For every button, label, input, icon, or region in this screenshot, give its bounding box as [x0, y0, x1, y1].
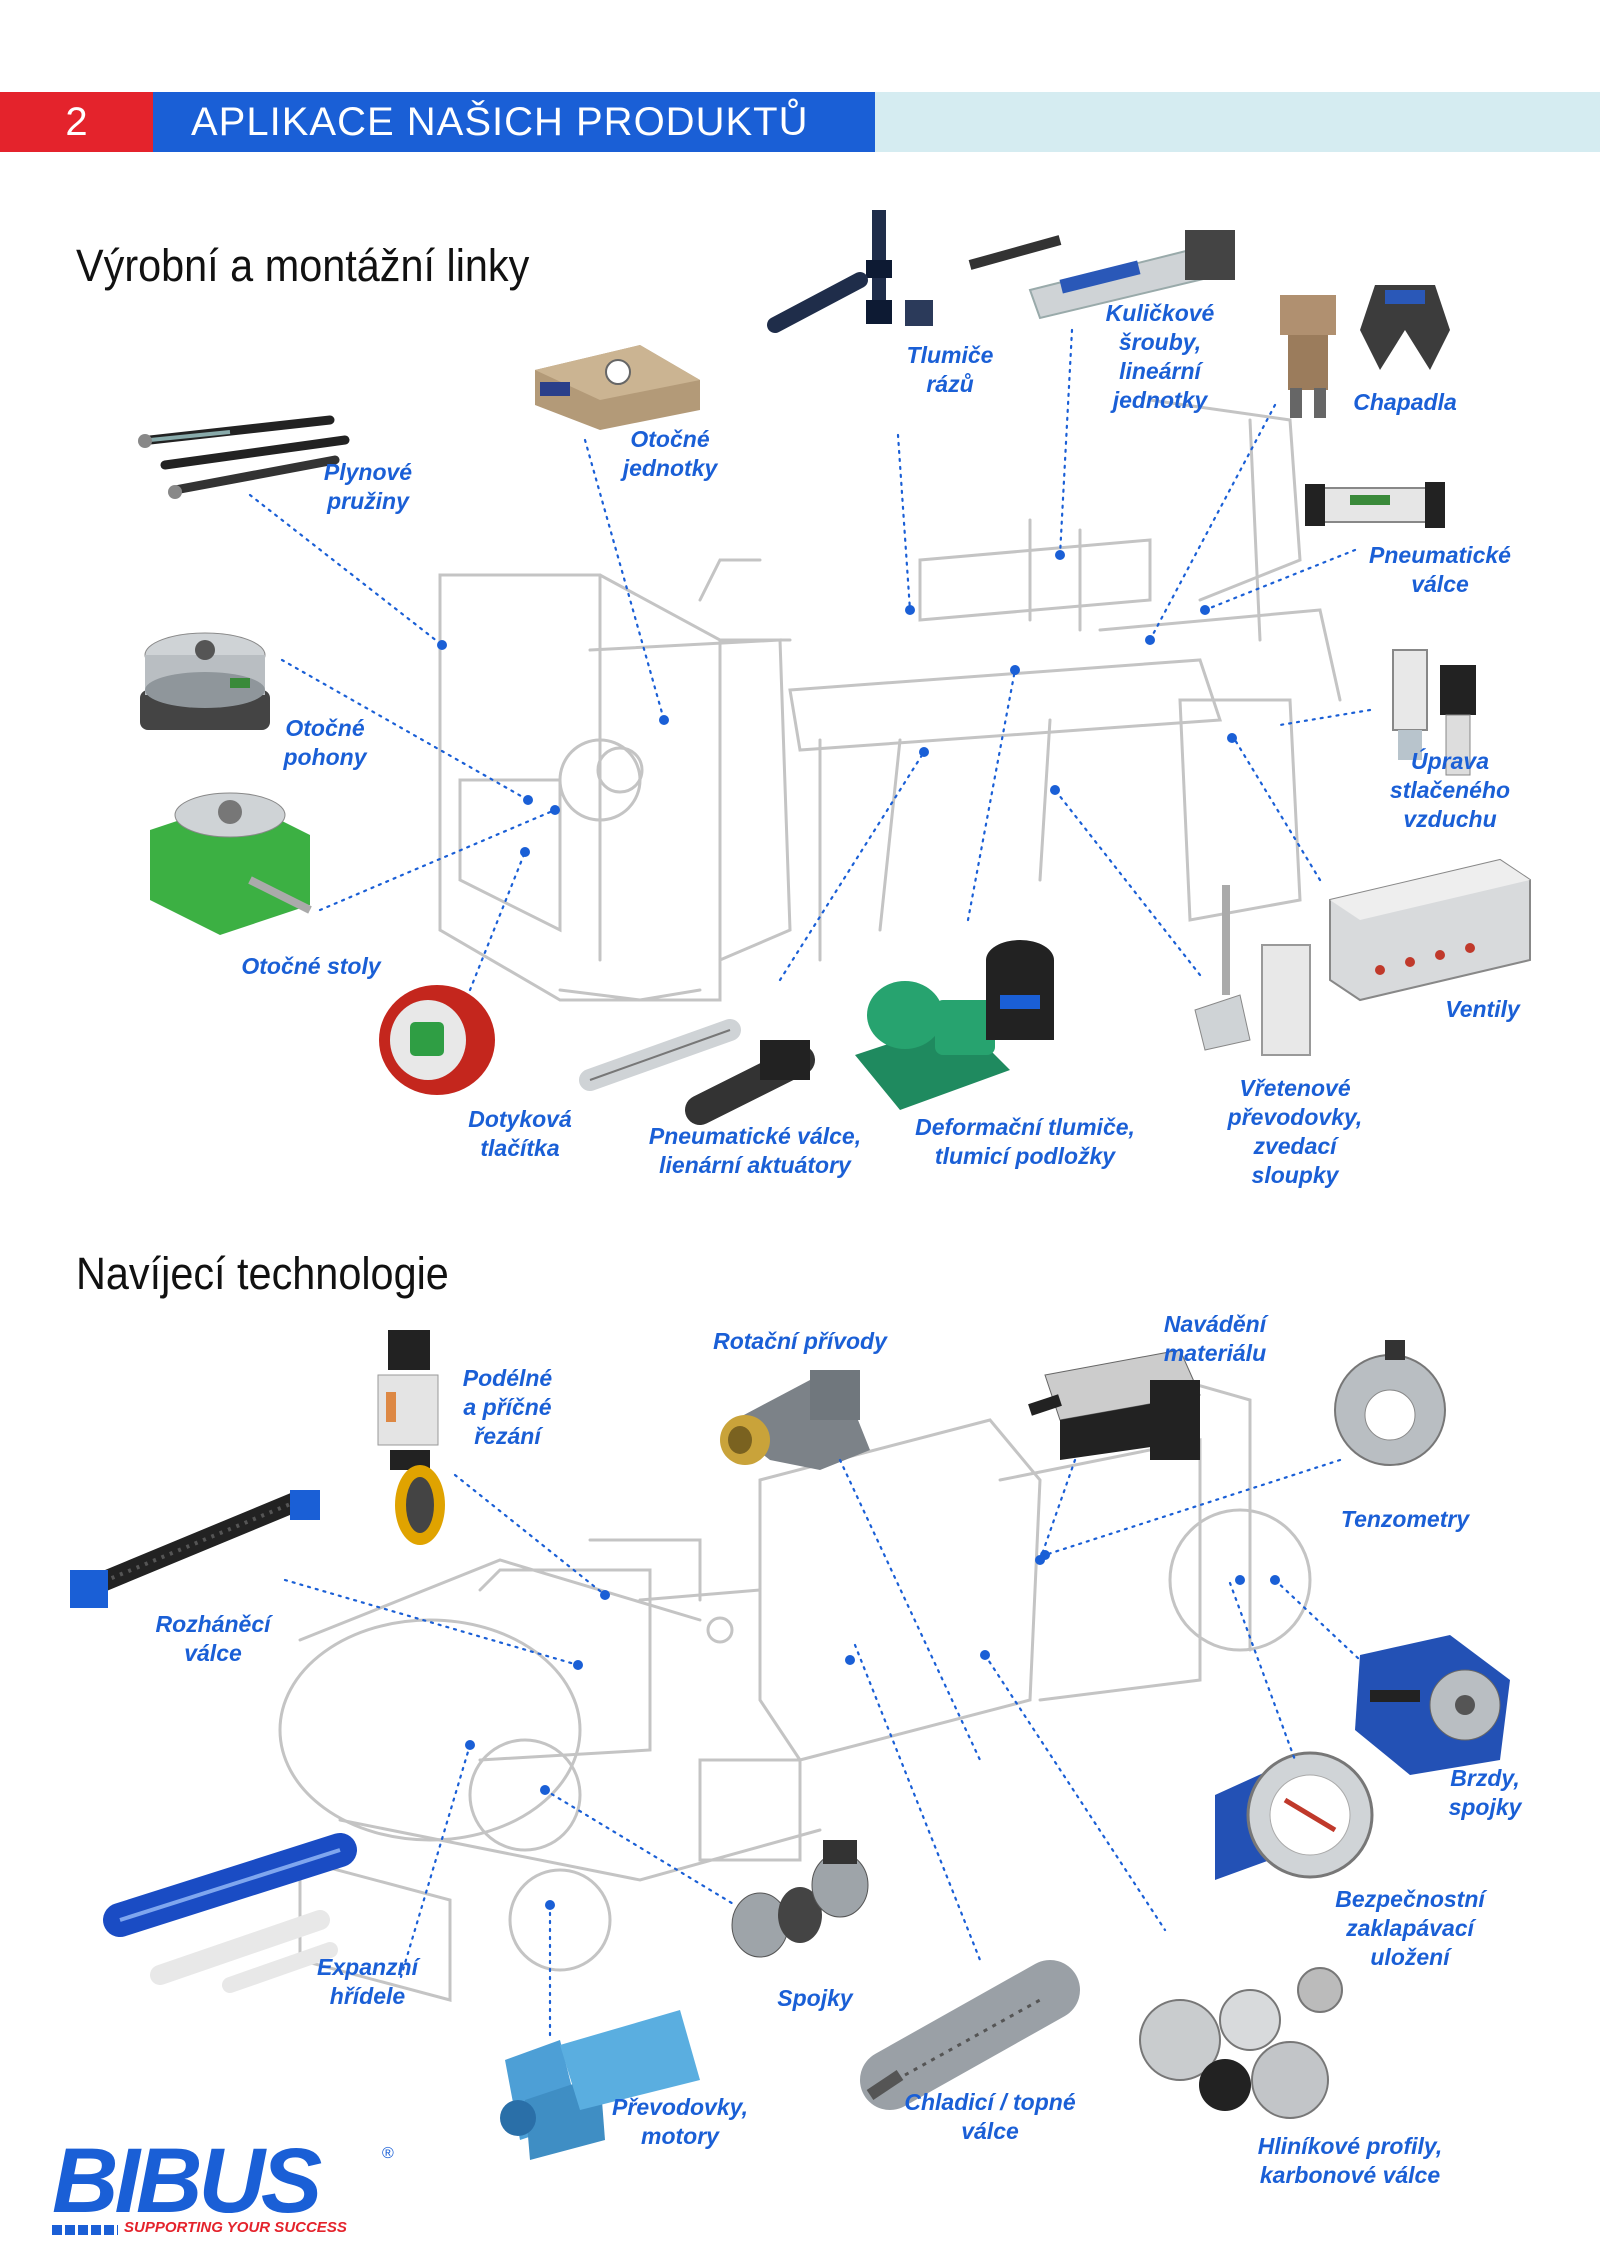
header-band: [875, 92, 1600, 152]
material-guidance-image: [1028, 1349, 1201, 1460]
slitting-cutter-image: [377, 1330, 445, 1545]
logo-registered-mark: ®: [382, 2145, 394, 2162]
linear-actuators-image: [579, 1019, 815, 1125]
cooling-roll-image: [860, 1960, 1080, 2110]
ball-screw-linear-unit-image: [968, 230, 1235, 320]
connector-lines: [248, 328, 1372, 2042]
label-couplings: Spojky: [777, 1985, 853, 2011]
rotary-drive-image: [140, 632, 270, 730]
page-number: 2: [0, 92, 153, 152]
pneumatic-cylinder-image: [1305, 482, 1445, 528]
page-header-title: APLIKACE NAŠICH PRODUKTŮ: [153, 92, 875, 152]
connector-dots: [437, 550, 1280, 1910]
damping-pads-image: [855, 940, 1054, 1110]
section-title-winding: Navíjecí technologie: [76, 1248, 449, 1299]
air-preparation-image: [1392, 649, 1476, 776]
label-damping: Deformační tlumiče,tlumicí podložky: [915, 1114, 1135, 1169]
gas-springs-image: [138, 415, 350, 499]
couplings-image: [731, 1840, 869, 1958]
label-linear-actuators: Pneumatické válce,lienární aktuátory: [648, 1123, 862, 1178]
bibus-logo: BIBUS ® SUPPORTING YOUR SUCCESS: [52, 2130, 394, 2236]
section-title-production-lines: Výrobní a montážní linky: [76, 240, 530, 291]
label-aluminium-profiles: Hliníkové profily,karbonové válce: [1257, 2133, 1443, 2188]
spreader-roll-image: [70, 1490, 320, 1608]
tension-sensor-image: [1334, 1340, 1446, 1466]
screw-jacks-image: [1194, 885, 1311, 1056]
label-rotary-tables: Otočné stoly: [241, 953, 381, 979]
label-valves: Ventily: [1445, 996, 1520, 1022]
logo-slogan: SUPPORTING YOUR SUCCESS: [124, 2219, 347, 2236]
grippers-image: [1280, 285, 1450, 418]
valves-image: [1329, 858, 1531, 1002]
brakes-clutches-image: [1355, 1635, 1510, 1775]
rotary-unit-image: [535, 345, 700, 430]
safety-chuck-image: [1215, 1751, 1374, 1880]
rotary-table-image: [150, 792, 312, 935]
expanding-shafts-image: [103, 1833, 357, 1993]
aluminium-profiles-image: [1139, 1967, 1343, 2119]
label-grippers: Chapadla: [1353, 389, 1457, 415]
assembly-line-sketch: [438, 398, 1342, 1002]
logo-wordmark: BIBUS: [52, 2130, 322, 2232]
label-rotary-unions: Rotační přívody: [713, 1328, 887, 1354]
label-brakes-clutches: Brzdy,spojky: [1448, 1765, 1522, 1820]
label-gear-motors: Převodovky,motory: [612, 2094, 748, 2149]
logo-stripe: [52, 2225, 118, 2235]
gear-motor-image: [500, 2010, 700, 2160]
winding-machine-sketch: [278, 1378, 1312, 2002]
shock-absorbers-image: [767, 210, 933, 333]
emergency-button-image: [379, 985, 495, 1095]
rotary-union-image: [720, 1370, 870, 1470]
label-tension-sensors: Tenzometry: [1340, 1506, 1470, 1532]
